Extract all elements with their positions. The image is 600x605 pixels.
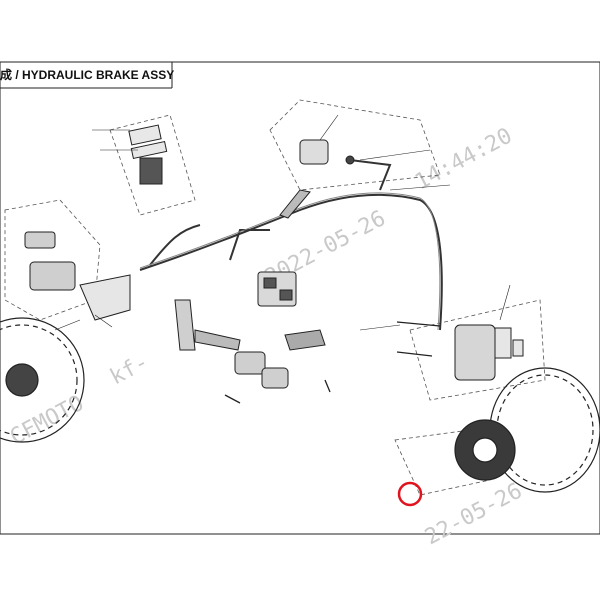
front-master-cylinder (128, 124, 168, 185)
front-brake-line (149, 224, 201, 266)
rear-brake-line (139, 193, 443, 331)
front-caliper-group (4, 199, 101, 321)
rear-caliper-group (409, 299, 546, 401)
rear-brake-disc (454, 367, 600, 493)
front-brake-disc (0, 317, 85, 443)
rear-caliper (454, 324, 524, 381)
watermark-code: kf- (106, 350, 153, 391)
highlight-circle-3 (397, 481, 423, 507)
brake-lines-inner (139, 192, 441, 331)
rear-brake-pedal (174, 299, 326, 389)
bolts (224, 321, 441, 404)
abs-modulator (257, 271, 297, 307)
master-cylinder-group (109, 114, 196, 216)
front-caliper (24, 231, 131, 321)
front-master-group (269, 99, 441, 191)
brake-lines (139, 159, 443, 331)
front-brake-lever (279, 139, 355, 219)
diagram-frame (0, 61, 600, 535)
diagram-title: 成 / HYDRAULIC BRAKE ASSY (0, 68, 175, 82)
watermark-timestamp: 14:44:20 (411, 123, 516, 195)
watermark-date-2: 22-05-26 (421, 478, 526, 550)
leader-lines (54, 114, 511, 331)
